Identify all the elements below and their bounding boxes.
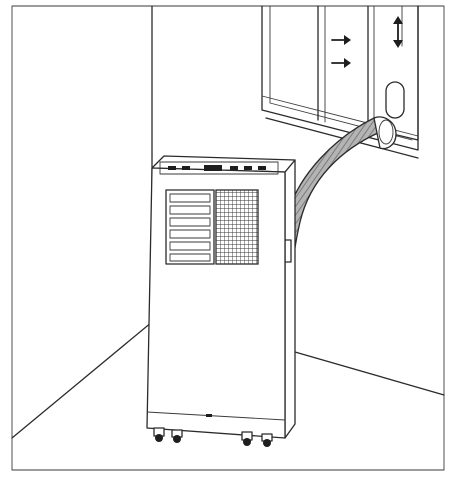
vertical-adjust-arrow-icon — [393, 16, 403, 48]
control-display — [204, 165, 222, 171]
air-intake-grille — [216, 190, 258, 264]
window-inner-frame — [270, 6, 412, 140]
caster-wheel — [172, 430, 182, 443]
airflow-arrow-icon — [332, 35, 351, 45]
floor-left-edge — [12, 322, 152, 438]
control-button — [230, 166, 238, 170]
floor-right-edge — [295, 352, 444, 395]
caster-wheel — [262, 434, 272, 447]
caster-wheel — [242, 432, 252, 446]
control-button — [168, 166, 176, 170]
control-button — [244, 166, 252, 170]
caster-wheel — [154, 428, 164, 442]
airflow-arrow-icon — [332, 58, 351, 68]
control-button — [258, 166, 266, 170]
unit-side-handle — [285, 240, 291, 262]
unit-side-panel — [285, 160, 295, 438]
portable-air-conditioner — [147, 156, 295, 447]
unit-base-marker — [206, 414, 212, 417]
control-button — [182, 166, 190, 170]
window-kit-exhaust-opening — [386, 82, 404, 118]
